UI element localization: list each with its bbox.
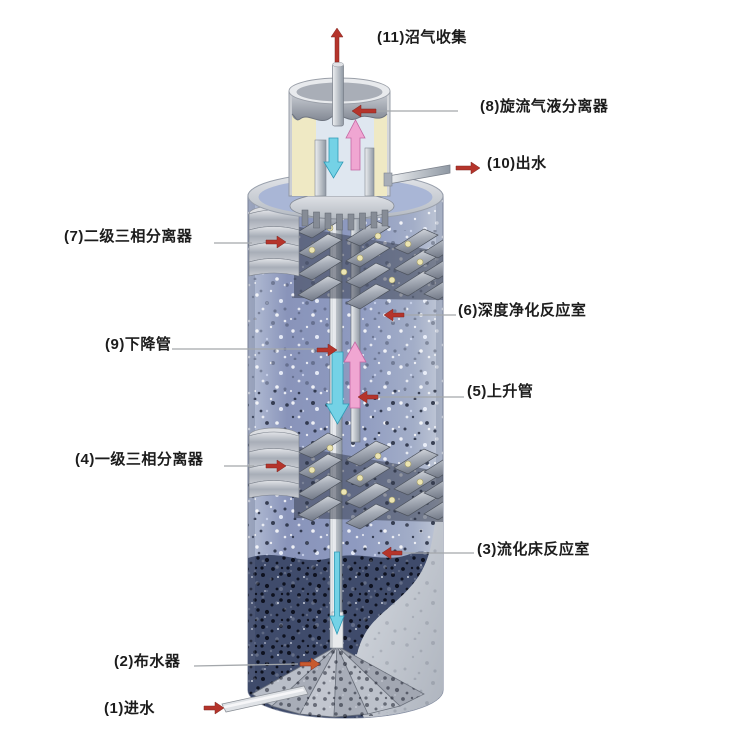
label-7-secondary-separator: (7)二级三相分离器 [64, 228, 193, 245]
label-1-water-inlet: (1)进水 [104, 700, 155, 717]
pointer-arrow-3 [381, 546, 403, 560]
pointer-arrow-7 [265, 235, 287, 249]
secondary-separator [248, 205, 443, 310]
biogas-pipe [332, 63, 344, 127]
cutaway-wall [354, 488, 443, 718]
pointer-arrow-1 [203, 701, 225, 715]
label-9-downcomer: (9)下降管 [105, 336, 172, 353]
label-5-riser: (5)上升管 [467, 383, 534, 400]
pointer-arrow-11 [330, 27, 344, 63]
primary-separator [248, 427, 443, 530]
pointer-arrow-5 [357, 390, 379, 404]
pointer-arrow-6 [383, 308, 405, 322]
label-6-polishing-chamber: (6)深度净化反应室 [458, 302, 587, 319]
flow-arrow-up-top [345, 119, 366, 171]
label-4-primary-separator: (4)一级三相分离器 [75, 451, 204, 468]
wall-shade-right [436, 200, 443, 490]
flow-arrows-down [323, 137, 350, 636]
internal-pipe-right [364, 147, 375, 197]
top-gas-separator [288, 61, 391, 197]
collector-slats [301, 209, 389, 231]
flow-arrow-down-top [323, 137, 344, 179]
label-10-water-outlet: (10)出水 [487, 155, 547, 172]
label-11-biogas-collection: (11)沼气收集 [377, 29, 467, 46]
pointer-arrow-8 [351, 104, 377, 118]
label-2-water-distributor: (2)布水器 [114, 653, 181, 670]
flow-arrow-down-mid [325, 351, 350, 425]
flow-arrows-up [343, 119, 367, 409]
inlet-pipe [221, 685, 309, 713]
outlet-pipe [383, 164, 451, 187]
pointer-arrow-4 [265, 459, 287, 473]
pointer-arrow-10 [455, 161, 481, 175]
leader-lines [172, 110, 474, 667]
leader-line-2 [193, 663, 299, 667]
label-3-fluidized-bed-chamber: (3)流化床反应室 [477, 541, 590, 558]
flow-arrow-down-bottom [329, 551, 345, 636]
label-8-cyclone-separator: (8)旋流气液分离器 [480, 98, 609, 115]
pointer-arrows [203, 27, 481, 715]
pointer-arrow-9 [316, 343, 338, 357]
internal-pipe-left [314, 139, 327, 197]
flow-arrow-up-mid [343, 341, 367, 409]
pointer-arrow-2 [299, 657, 321, 671]
